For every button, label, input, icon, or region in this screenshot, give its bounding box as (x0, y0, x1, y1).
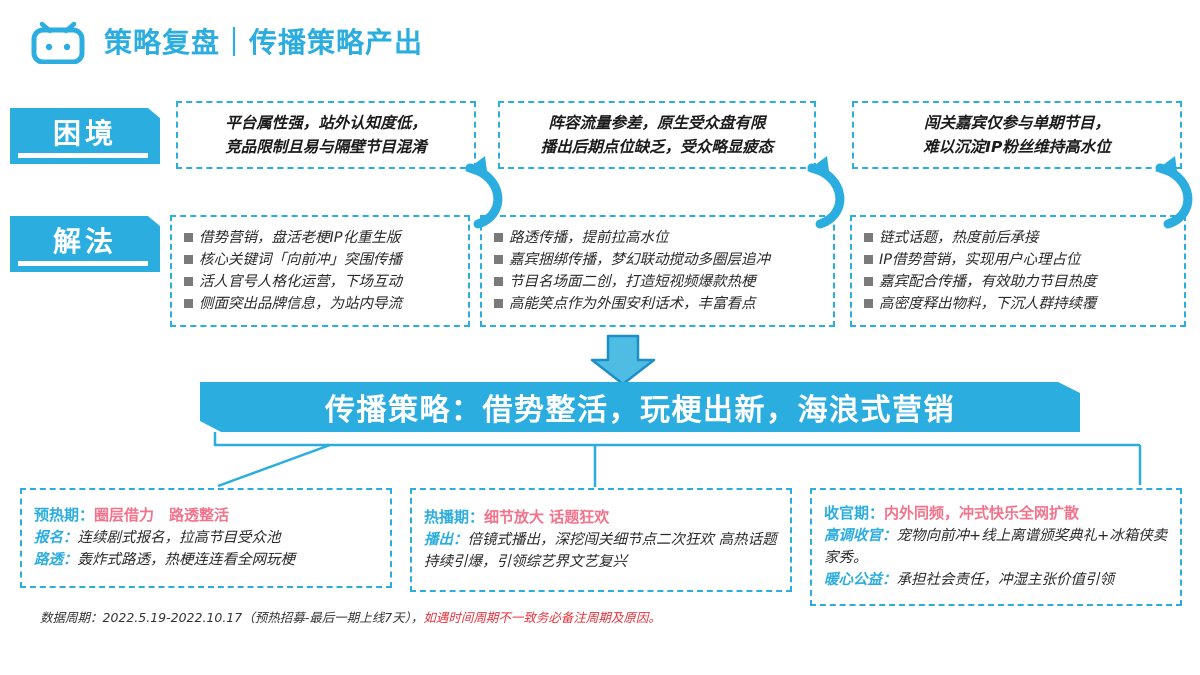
phase-finale-row: 暖心公益：承担社会责任，冲湿主张价值引领 (824, 570, 1170, 592)
bullet-icon (184, 254, 193, 264)
solution-item-text: 侧面突出品牌信息，为站内导流 (199, 296, 402, 313)
solution-list-item: 侧面突出品牌信息，为站内导流 (184, 293, 458, 315)
bilibili-tv-icon (30, 18, 86, 65)
problem-text-2-line1: 阵容流量参差，原生受众盘有限 (548, 113, 766, 132)
solution-item-text: IP借势营销，实现用户心理占位 (879, 251, 1081, 268)
phase-finale-heading: 收官期：内外同频，冲式快乐全网扩散 (824, 502, 1170, 523)
phase-warmup-row-label: 路透： (34, 552, 78, 568)
bullet-icon (864, 232, 873, 242)
phase-finale-row-value: 宠物向前冲+线上离谱颁奖典礼+冰箱侠卖家秀。 (824, 528, 1168, 567)
solution-list-item: 高能笑点作为外围安利话术，丰富看点 (494, 293, 823, 315)
bullet-icon (494, 232, 503, 242)
section-tag-problem: 困境 (10, 108, 160, 164)
solution-list-item: 借势营销，盘活老梗IP化重生版 (184, 227, 458, 249)
bullet-icon (864, 277, 873, 286)
solution-item-text: 路透传播，提前拉高水位 (509, 229, 669, 246)
phase-airing-row-value: 倍镜式播出，深挖闯关细节点二次狂欢 高热话题持续引爆，引领综艺界文艺复兴 (424, 532, 777, 570)
phase-box-warmup: 预热期：圈层借力 路透整活 报名：连续剧式报名，拉高节目受众池 路透：轰炸式路透… (20, 488, 392, 588)
solution-item-text: 核心关键词「向前冲」突围传播 (199, 251, 402, 268)
section-tag-solution-label: 解法 (52, 225, 117, 258)
phase-warmup-row-value: 连续剧式报名，拉高节目受众池 (77, 530, 281, 547)
bullet-icon (184, 232, 193, 242)
phase-finale-row-value: 承担社会责任，冲湿主张价值引领 (896, 571, 1115, 588)
problem-text-1-line1: 平台属性强，站外认知度低， (225, 113, 427, 132)
phase-warmup-row-label: 报名： (34, 530, 78, 547)
bullet-icon (494, 254, 503, 264)
problem-box-2: 阵容流量参差，原生受众盘有限 播出后期点位缺乏，受众略显疲态 (498, 101, 816, 169)
problem-text-3-line2: 难以沉淀IP粉丝维持高水位 (923, 138, 1111, 156)
phase-airing-accent: 细节放大 话题狂欢 (484, 508, 610, 527)
page-header: 策略复盘｜传播策略产出 (30, 18, 424, 65)
phase-airing-row-label: 播出： (424, 532, 468, 549)
solution-box-3: 链式话题，热度前后承接 IP借势营销，实现用户心理占位 嘉宾配合传播，有效助力节… (850, 215, 1186, 327)
phase-warmup-row: 报名：连续剧式报名，拉高节目受众池 (34, 528, 380, 550)
phase-finale-row: 高调收官：宠物向前冲+线上离谱颁奖典礼+冰箱侠卖家秀。 (824, 526, 1170, 570)
solution-item-text: 嘉宾配合传播，有效助力节目热度 (879, 274, 1097, 290)
page-title: 策略复盘｜传播策略产出 (104, 26, 424, 59)
bullet-icon (864, 254, 873, 264)
solution-list-item: 嘉宾配合传播，有效助力节目热度 (864, 271, 1174, 293)
phase-box-airing: 热播期：细节放大 话题狂欢 播出：倍镜式播出，深挖闯关细节点二次狂欢 高热话题持… (410, 488, 792, 592)
solution-item-text: 活人官号人格化运营，下场互动 (199, 274, 402, 290)
phase-airing-heading: 热播期：细节放大 话题狂欢 (424, 506, 780, 527)
solution-list-item: 核心关键词「向前冲」突围传播 (184, 249, 458, 271)
phase-finale-label: 收官期： (824, 504, 885, 523)
problem-text-1-line2: 竞品限制且易与隔壁节目混淆 (225, 138, 427, 156)
bullet-icon (184, 277, 193, 286)
bullet-icon (864, 299, 873, 309)
solution-item-text: 链式话题，热度前后承接 (879, 229, 1039, 246)
bullet-icon (494, 299, 503, 309)
solution-item-text: 节目名场面二创，打造短视频爆款热梗 (509, 274, 756, 290)
footer-note-normal: 数据周期：2022.5.19-2022.10.17（预热招募-最后一期上线7天）… (40, 610, 424, 625)
phase-warmup-row-value: 轰炸式路透，热梗连连看全网玩梗 (77, 552, 296, 568)
phase-airing-row: 播出：倍镜式播出，深挖闯关细节点二次狂欢 高热话题持续引爆，引领综艺界文艺复兴 (424, 530, 780, 574)
solution-list-item: 链式话题，热度前后承接 (864, 227, 1174, 249)
solution-list-1: 借势营销，盘活老梗IP化重生版 核心关键词「向前冲」突围传播 活人官号人格化运营… (172, 221, 468, 321)
section-tag-solution: 解法 (10, 216, 160, 272)
solution-item-text: 借势营销，盘活老梗IP化重生版 (199, 229, 401, 246)
footer-note: 数据周期：2022.5.19-2022.10.17（预热招募-最后一期上线7天）… (40, 607, 661, 626)
bullet-icon (184, 299, 193, 309)
solution-item-text: 嘉宾捆绑传播，梦幻联动搅动多圈层追冲 (509, 251, 770, 268)
phase-finale-row-label: 暖心公益： (824, 571, 897, 588)
phase-warmup-accent: 圈层借力 路透整活 (94, 506, 230, 525)
section-tag-problem-label: 困境 (52, 117, 117, 150)
solution-item-text: 高密度释出物料，下沉人群持续覆 (879, 296, 1097, 313)
solution-box-1: 借势营销，盘活老梗IP化重生版 核心关键词「向前冲」突围传播 活人官号人格化运营… (170, 215, 470, 327)
phase-finale-row-label: 高调收官： (824, 528, 897, 545)
solution-list-item: 活人官号人格化运营，下场互动 (184, 271, 458, 293)
phase-warmup-heading: 预热期：圈层借力 路透整活 (34, 504, 380, 525)
solution-list-2: 路透传播，提前拉高水位 嘉宾捆绑传播，梦幻联动搅动多圈层追冲 节目名场面二创，打… (482, 221, 833, 321)
down-arrow-icon (590, 334, 656, 386)
solution-list-3: 链式话题，热度前后承接 IP借势营销，实现用户心理占位 嘉宾配合传播，有效助力节… (852, 221, 1184, 321)
solution-item-text: 高能笑点作为外围安利话术，丰富看点 (509, 296, 756, 313)
problem-box-3: 闯关嘉宾仅参与单期节目， 难以沉淀IP粉丝维持高水位 (852, 101, 1182, 169)
problem-box-1: 平台属性强，站外认知度低， 竞品限制且易与隔壁节目混淆 (176, 101, 476, 169)
strategy-banner-text: 传播策略：借势整活，玩梗出新，海浪式营销 (325, 393, 955, 428)
strategy-banner: 传播策略：借势整活，玩梗出新，海浪式营销 (200, 382, 1080, 432)
phase-warmup-row: 路透：轰炸式路透，热梗连连看全网玩梗 (34, 550, 380, 572)
problem-text-2-line2: 播出后期点位缺乏，受众略显疲态 (540, 138, 774, 156)
solution-list-item: IP借势营销，实现用户心理占位 (864, 249, 1174, 271)
phase-finale-accent: 内外同频，冲式快乐全网扩散 (884, 504, 1080, 523)
phase-airing-label: 热播期： (424, 508, 485, 527)
solution-box-2: 路透传播，提前拉高水位 嘉宾捆绑传播，梦幻联动搅动多圈层追冲 节目名场面二创，打… (480, 215, 835, 327)
solution-list-item: 路透传播，提前拉高水位 (494, 227, 823, 249)
phase-warmup-label: 预热期： (34, 506, 95, 525)
problem-text-3-line1: 闯关嘉宾仅参与单期节目， (923, 113, 1110, 132)
solution-list-item: 节目名场面二创，打造短视频爆款热梗 (494, 271, 823, 293)
solution-list-item: 高密度释出物料，下沉人群持续覆 (864, 293, 1174, 315)
phase-box-finale: 收官期：内外同频，冲式快乐全网扩散 高调收官：宠物向前冲+线上离谱颁奖典礼+冰箱… (810, 488, 1182, 606)
footer-note-warning: 如遇时间周期不一致务必备注周期及原因。 (423, 610, 661, 625)
bullet-icon (494, 277, 503, 286)
solution-list-item: 嘉宾捆绑传播，梦幻联动搅动多圈层追冲 (494, 249, 823, 271)
banner-branch-connectors (213, 432, 1142, 488)
